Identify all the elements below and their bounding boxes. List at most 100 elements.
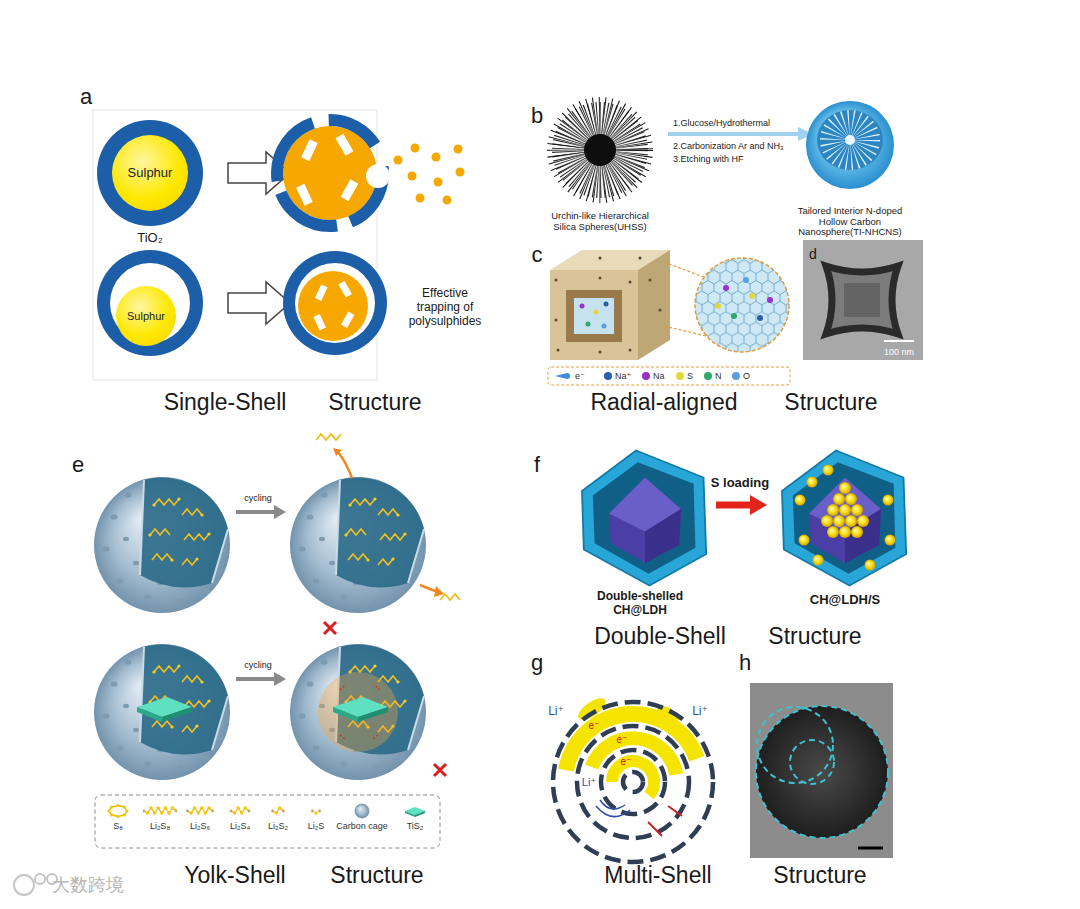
yolk-shell-illustration	[274, 505, 286, 519]
annotation: e⁻	[589, 720, 600, 732]
panel-caption: Structure	[330, 862, 423, 888]
legend-sample-part	[193, 806, 196, 809]
single-shell-illustration	[298, 271, 368, 341]
yolk-shell-illustration	[324, 622, 336, 634]
magnified-lattice	[695, 258, 789, 352]
legend-item: O	[732, 371, 750, 381]
legend-item: S	[676, 371, 693, 381]
legend-item: TiS₂	[403, 803, 427, 831]
multi-shell-illustration	[648, 822, 662, 836]
legend-sample-part	[146, 811, 149, 814]
legend-sample-part	[197, 811, 200, 814]
annotation: Li⁺	[582, 776, 596, 789]
multi-shell-illustration	[612, 761, 654, 795]
single-shell-illustration	[315, 284, 328, 301]
double-shell-illustration	[845, 515, 857, 527]
legend-text: TiS₂	[407, 821, 424, 831]
single-shell-illustration	[394, 156, 403, 165]
single-shell-illustration	[341, 179, 359, 201]
double-shell-illustration	[885, 535, 896, 546]
legend-item: N	[704, 371, 722, 381]
double-shell-illustration	[750, 495, 767, 515]
legend-sample-part	[171, 806, 174, 809]
magnified-lattice	[695, 258, 789, 352]
legend-text: Na⁺	[615, 371, 631, 381]
legend-text: Na	[653, 371, 665, 381]
legend-swatch	[604, 372, 612, 380]
urchin-sphere	[570, 120, 630, 180]
legend-sample-part	[207, 806, 210, 809]
panel-letter: b	[531, 103, 543, 128]
watermark-logo	[35, 874, 45, 884]
legend-text: Carbon cage	[336, 821, 388, 831]
annotation: d	[809, 246, 817, 262]
yolk-shell-illustration	[94, 644, 230, 780]
tem-image	[844, 283, 880, 317]
tem-image	[756, 706, 888, 838]
porous-cube	[594, 310, 599, 315]
double-shell-illustration	[833, 493, 845, 505]
porous-cube	[629, 281, 632, 284]
legend-item: Li₂S	[299, 803, 333, 831]
legend-sample-part	[273, 808, 284, 813]
double-shell-illustration	[827, 526, 839, 538]
legend-sample-part	[555, 373, 570, 379]
porous-cube	[555, 279, 558, 282]
yolk-shell-illustration	[434, 764, 446, 776]
porous-cube	[659, 309, 662, 312]
single-shell-illustration	[456, 168, 465, 177]
double-shell-illustration	[716, 502, 752, 509]
porous-cube	[566, 290, 622, 342]
double-shell-illustration	[839, 526, 851, 538]
panel-letter: g	[531, 650, 543, 675]
single-shell-illustration	[443, 196, 452, 205]
single-shell-illustration	[296, 184, 313, 206]
panel-letter: c	[532, 242, 543, 267]
legend-sample-part	[311, 810, 314, 813]
panel-caption: Multi-Shell	[604, 862, 711, 888]
legend-sample	[299, 803, 333, 819]
double-shell-illustration	[782, 451, 906, 586]
magnified-lattice	[749, 293, 755, 299]
legend-swatch	[704, 372, 712, 380]
panel-caption: Structure	[773, 862, 866, 888]
legend-frame	[548, 367, 790, 385]
process-arrow	[668, 127, 813, 141]
single-shell-illustration	[301, 139, 318, 161]
legend-sample-part	[200, 806, 203, 809]
urchin-sphere	[584, 134, 616, 166]
legend-sample-part	[107, 809, 110, 812]
legend-sample-part	[186, 810, 189, 813]
panel-caption: Yolk-Shell	[184, 862, 285, 888]
legend-sample-part	[164, 806, 167, 809]
multi-shell-illustration	[577, 726, 689, 838]
porous-cube	[550, 250, 706, 360]
magnified-lattice	[695, 258, 789, 352]
watermark-logo	[14, 874, 57, 895]
single-shell-illustration	[434, 178, 443, 187]
double-shell-illustration	[807, 477, 818, 488]
multi-shell-illustration	[596, 806, 630, 817]
porous-cube	[555, 257, 662, 354]
panel-caption: Double-Shell	[594, 623, 726, 649]
single-shell-illustration	[336, 134, 354, 156]
double-shell-illustration	[799, 535, 810, 546]
legend-sample-part	[123, 806, 126, 809]
tem-image	[756, 706, 888, 838]
legend-text: O	[743, 371, 750, 381]
porous-cube	[574, 298, 614, 334]
annotation: 3.Etching with HF	[673, 154, 744, 164]
legend-sample-part	[123, 813, 126, 816]
double-shell-illustration	[795, 495, 806, 506]
annotation: CH@LDH/S	[810, 593, 880, 608]
legend-sample-part	[153, 811, 156, 814]
yolk-shell-illustration	[333, 707, 358, 722]
tem-image	[826, 266, 898, 334]
legend-sample-part	[318, 810, 321, 813]
single-shell-illustration	[295, 263, 375, 343]
legend-sample-part	[110, 806, 113, 809]
panel-caption: Structure	[328, 389, 421, 415]
double-shell-illustration	[823, 465, 834, 476]
annotation: e⁻	[621, 756, 632, 768]
sulphur-core: Sulphur	[116, 286, 176, 346]
